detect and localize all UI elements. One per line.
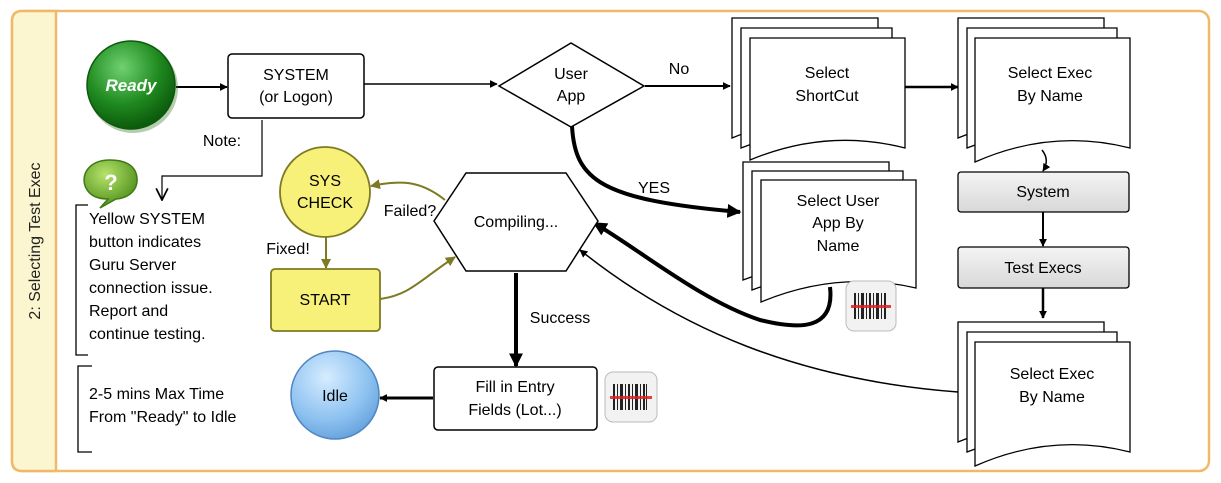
node-system: SYSTEM (or Logon) bbox=[227, 53, 365, 119]
node-select-shortcut: Select ShortCut bbox=[731, 17, 906, 161]
node-user-app-line1: User bbox=[554, 66, 588, 83]
edge-execbottom-compiling bbox=[579, 249, 959, 393]
node-idle: Idle bbox=[290, 350, 380, 440]
note2-line-1: 2-5 mins Max Time bbox=[89, 386, 224, 403]
node-user-app-line2: App bbox=[557, 88, 586, 105]
node-select-exec-top: Select Exec By Name bbox=[957, 17, 1131, 163]
node-fill-entry-line1: Fill in Entry bbox=[475, 379, 554, 396]
node-select-shortcut-line2: ShortCut bbox=[795, 88, 859, 105]
node-select-exec-bottom-line1: Select Exec bbox=[1010, 366, 1094, 383]
node-ready-label: Ready bbox=[105, 76, 158, 95]
note2-bracket bbox=[77, 365, 92, 453]
note2-line-2: From "Ready" to Idle bbox=[89, 409, 237, 426]
lane-label: 2: Selecting Test Exec bbox=[27, 162, 44, 319]
node-select-exec-bottom-line2: By Name bbox=[1019, 389, 1085, 406]
node-test-execs-button: Test Execs bbox=[957, 246, 1130, 289]
note1-line-1: Yellow SYSTEM bbox=[89, 211, 205, 228]
help-icon-glyph: ? bbox=[104, 170, 117, 195]
node-system-button-label: System bbox=[1016, 184, 1069, 201]
node-test-execs-button-label: Test Execs bbox=[1004, 260, 1081, 277]
node-select-shortcut-line1: Select bbox=[805, 65, 850, 82]
node-system-line2: (or Logon) bbox=[259, 89, 333, 106]
node-select-user-app-line3: Name bbox=[817, 238, 860, 255]
node-sys-check-line2: CHECK bbox=[297, 195, 353, 212]
edge-label-failed: Failed? bbox=[384, 203, 437, 220]
node-select-exec-top-line1: Select Exec bbox=[1008, 65, 1092, 82]
node-sys-check-line1: SYS bbox=[309, 173, 341, 190]
node-select-exec-bottom: Select Exec By Name bbox=[957, 321, 1131, 467]
note1-line-4: connection issue. bbox=[89, 280, 213, 297]
node-system-button: System bbox=[957, 171, 1130, 213]
note1-line-6: continue testing. bbox=[89, 326, 206, 343]
note1-line-5: Report and bbox=[89, 303, 168, 320]
node-select-user-app: Select User App By Name bbox=[742, 161, 917, 303]
node-compiling: Compiling... bbox=[433, 172, 599, 272]
node-user-app: User App bbox=[497, 42, 646, 128]
edge-label-success: Success bbox=[530, 310, 590, 327]
edge-exec-systembtn bbox=[1041, 149, 1051, 172]
node-select-user-app-line1: Select User bbox=[797, 193, 880, 210]
lane-header bbox=[10, 9, 58, 473]
node-start: START bbox=[270, 268, 381, 332]
edge-label-fixed: Fixed! bbox=[266, 241, 310, 258]
node-select-exec-top-line2: By Name bbox=[1017, 88, 1083, 105]
edge-compiling-syscheck bbox=[370, 179, 446, 201]
node-compiling-label: Compiling... bbox=[474, 214, 558, 231]
edge-start-compiling bbox=[379, 256, 456, 300]
note1-line-3: Guru Server bbox=[89, 257, 177, 274]
node-idle-label: Idle bbox=[322, 388, 348, 405]
edge-label-note: Note: bbox=[203, 133, 241, 150]
edge-label-yes: YES bbox=[638, 180, 670, 197]
note1-bracket bbox=[75, 204, 88, 356]
barcode-icon bbox=[604, 371, 658, 423]
edge-userapp-selectuser bbox=[570, 125, 742, 218]
node-fill-entry-line2: Fields (Lot...) bbox=[468, 402, 561, 419]
note1-line-2: button indicates bbox=[89, 234, 201, 251]
node-start-label: START bbox=[300, 292, 351, 309]
edge-selectuser-compiling bbox=[592, 221, 833, 328]
node-select-user-app-line2: App By bbox=[812, 215, 864, 232]
edge-label-no: No bbox=[669, 61, 690, 78]
edge-note bbox=[162, 120, 263, 200]
help-icon: ? bbox=[83, 159, 138, 209]
node-ready: Ready bbox=[86, 40, 178, 133]
node-fill-entry: Fill in Entry Fields (Lot...) bbox=[433, 366, 598, 431]
node-sys-check: SYS CHECK bbox=[279, 146, 371, 238]
barcode-icon bbox=[845, 280, 897, 332]
node-system-line1: SYSTEM bbox=[263, 67, 329, 84]
